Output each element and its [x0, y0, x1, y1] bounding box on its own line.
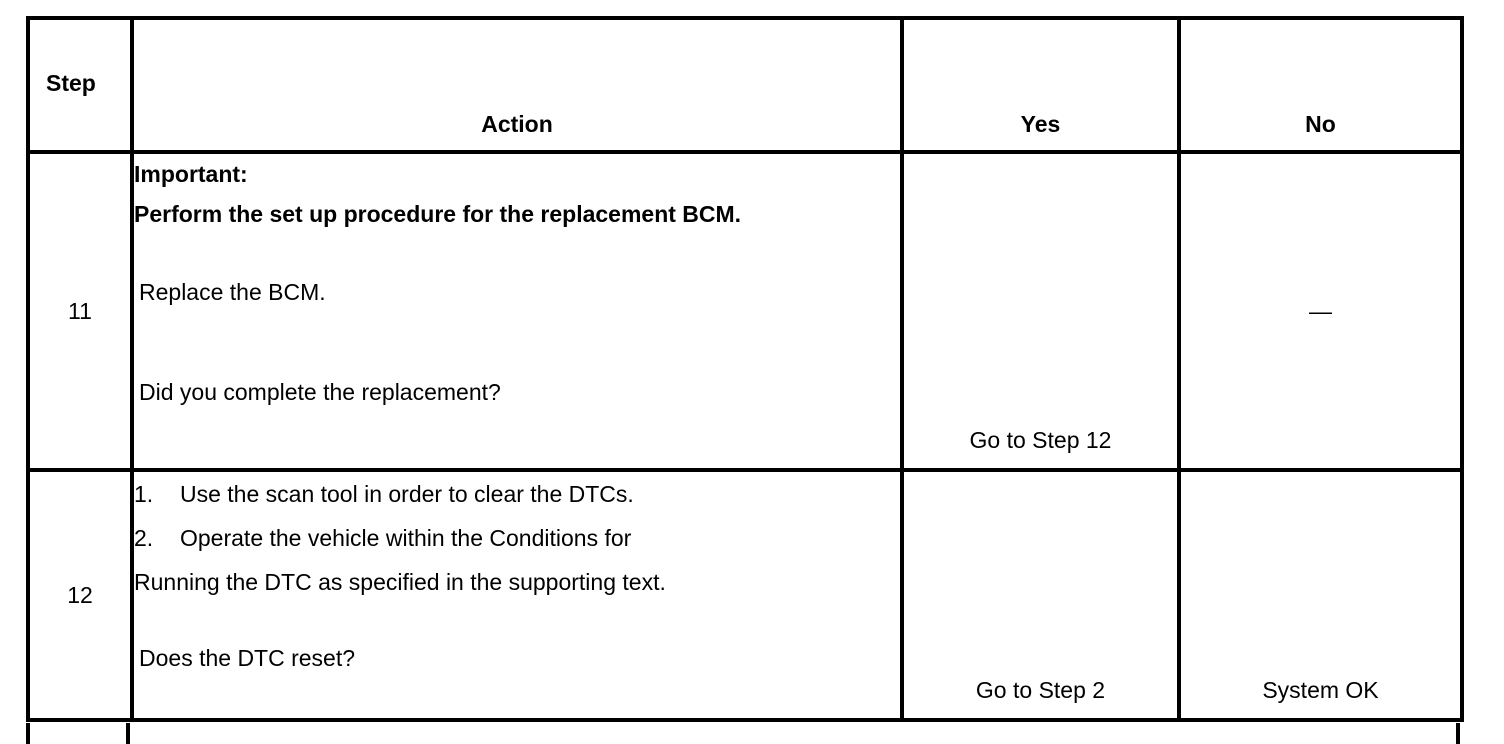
next-row-partial — [26, 723, 1460, 744]
row-action-cell: Important: Perform the set up procedure … — [130, 150, 904, 472]
list-item-text: Use the scan tool in order to clear the … — [180, 481, 634, 507]
column-header-step: Step — [46, 70, 96, 96]
list-item-text: Operate the vehicle within the Condition… — [180, 525, 632, 551]
column-header-yes: Yes — [1020, 111, 1061, 137]
table-row: 11 Important: Perform the set up procedu… — [26, 150, 1464, 472]
row-yes-cell: Go to Step 12 — [900, 150, 1181, 472]
row-yes-cell: Go to Step 2 — [900, 468, 1181, 722]
header-no-wrap: No — [1181, 20, 1460, 150]
list-marker: 2. — [134, 525, 154, 551]
yes-result: Go to Step 2 — [975, 677, 1106, 703]
step-number: 12 — [67, 582, 93, 608]
header-cell-step: Step — [26, 16, 134, 154]
row-step-cell: 12 — [26, 468, 134, 722]
action-question: Does the DTC reset? — [139, 645, 356, 671]
action-instruction: Replace the BCM. — [139, 279, 326, 305]
action-continuation-text: Running the DTC as specified in the supp… — [134, 569, 666, 595]
action-numbered-list: 1. Use the scan tool in order to clear t… — [134, 472, 900, 560]
row-no-cell: System OK — [1177, 468, 1464, 722]
yes-result: Go to Step 12 — [969, 427, 1112, 453]
table-right-border — [1456, 723, 1460, 744]
header-yes-wrap: Yes — [904, 20, 1177, 150]
step-column-divider — [126, 723, 130, 744]
table-row: 12 1. Use the scan tool in order to clea… — [26, 468, 1464, 722]
list-item: 2. Operate the vehicle within the Condit… — [134, 516, 900, 560]
header-cell-no: No — [1177, 16, 1464, 154]
step-number: 11 — [68, 298, 92, 324]
row-action-cell: 1. Use the scan tool in order to clear t… — [130, 468, 904, 722]
diagnostic-procedure-table: Step Action Yes No — [26, 16, 1464, 722]
list-item: 1. Use the scan tool in order to clear t… — [134, 472, 900, 516]
row-no-cell: — — [1177, 150, 1464, 472]
header-step-wrap: Step — [30, 20, 130, 150]
spacer — [134, 604, 900, 642]
row-step-cell: 11 — [26, 150, 134, 472]
spacer — [134, 308, 900, 350]
no-result: System OK — [1262, 677, 1379, 703]
action-important-text: Perform the set up procedure for the rep… — [134, 201, 742, 227]
column-header-action: Action — [481, 111, 553, 137]
header-cell-yes: Yes — [900, 16, 1181, 154]
column-header-no: No — [1305, 111, 1336, 137]
header-cell-action: Action — [130, 16, 904, 154]
action-important-label: Important: — [134, 161, 248, 187]
table-header-row: Step Action Yes No — [26, 16, 1464, 154]
spacer — [134, 350, 900, 376]
spacer — [134, 234, 900, 276]
table-left-border — [26, 723, 30, 744]
no-result: — — [1309, 298, 1332, 324]
action-question: Did you complete the replacement? — [139, 379, 501, 405]
list-marker: 1. — [134, 481, 154, 507]
header-action-wrap: Action — [134, 20, 900, 150]
